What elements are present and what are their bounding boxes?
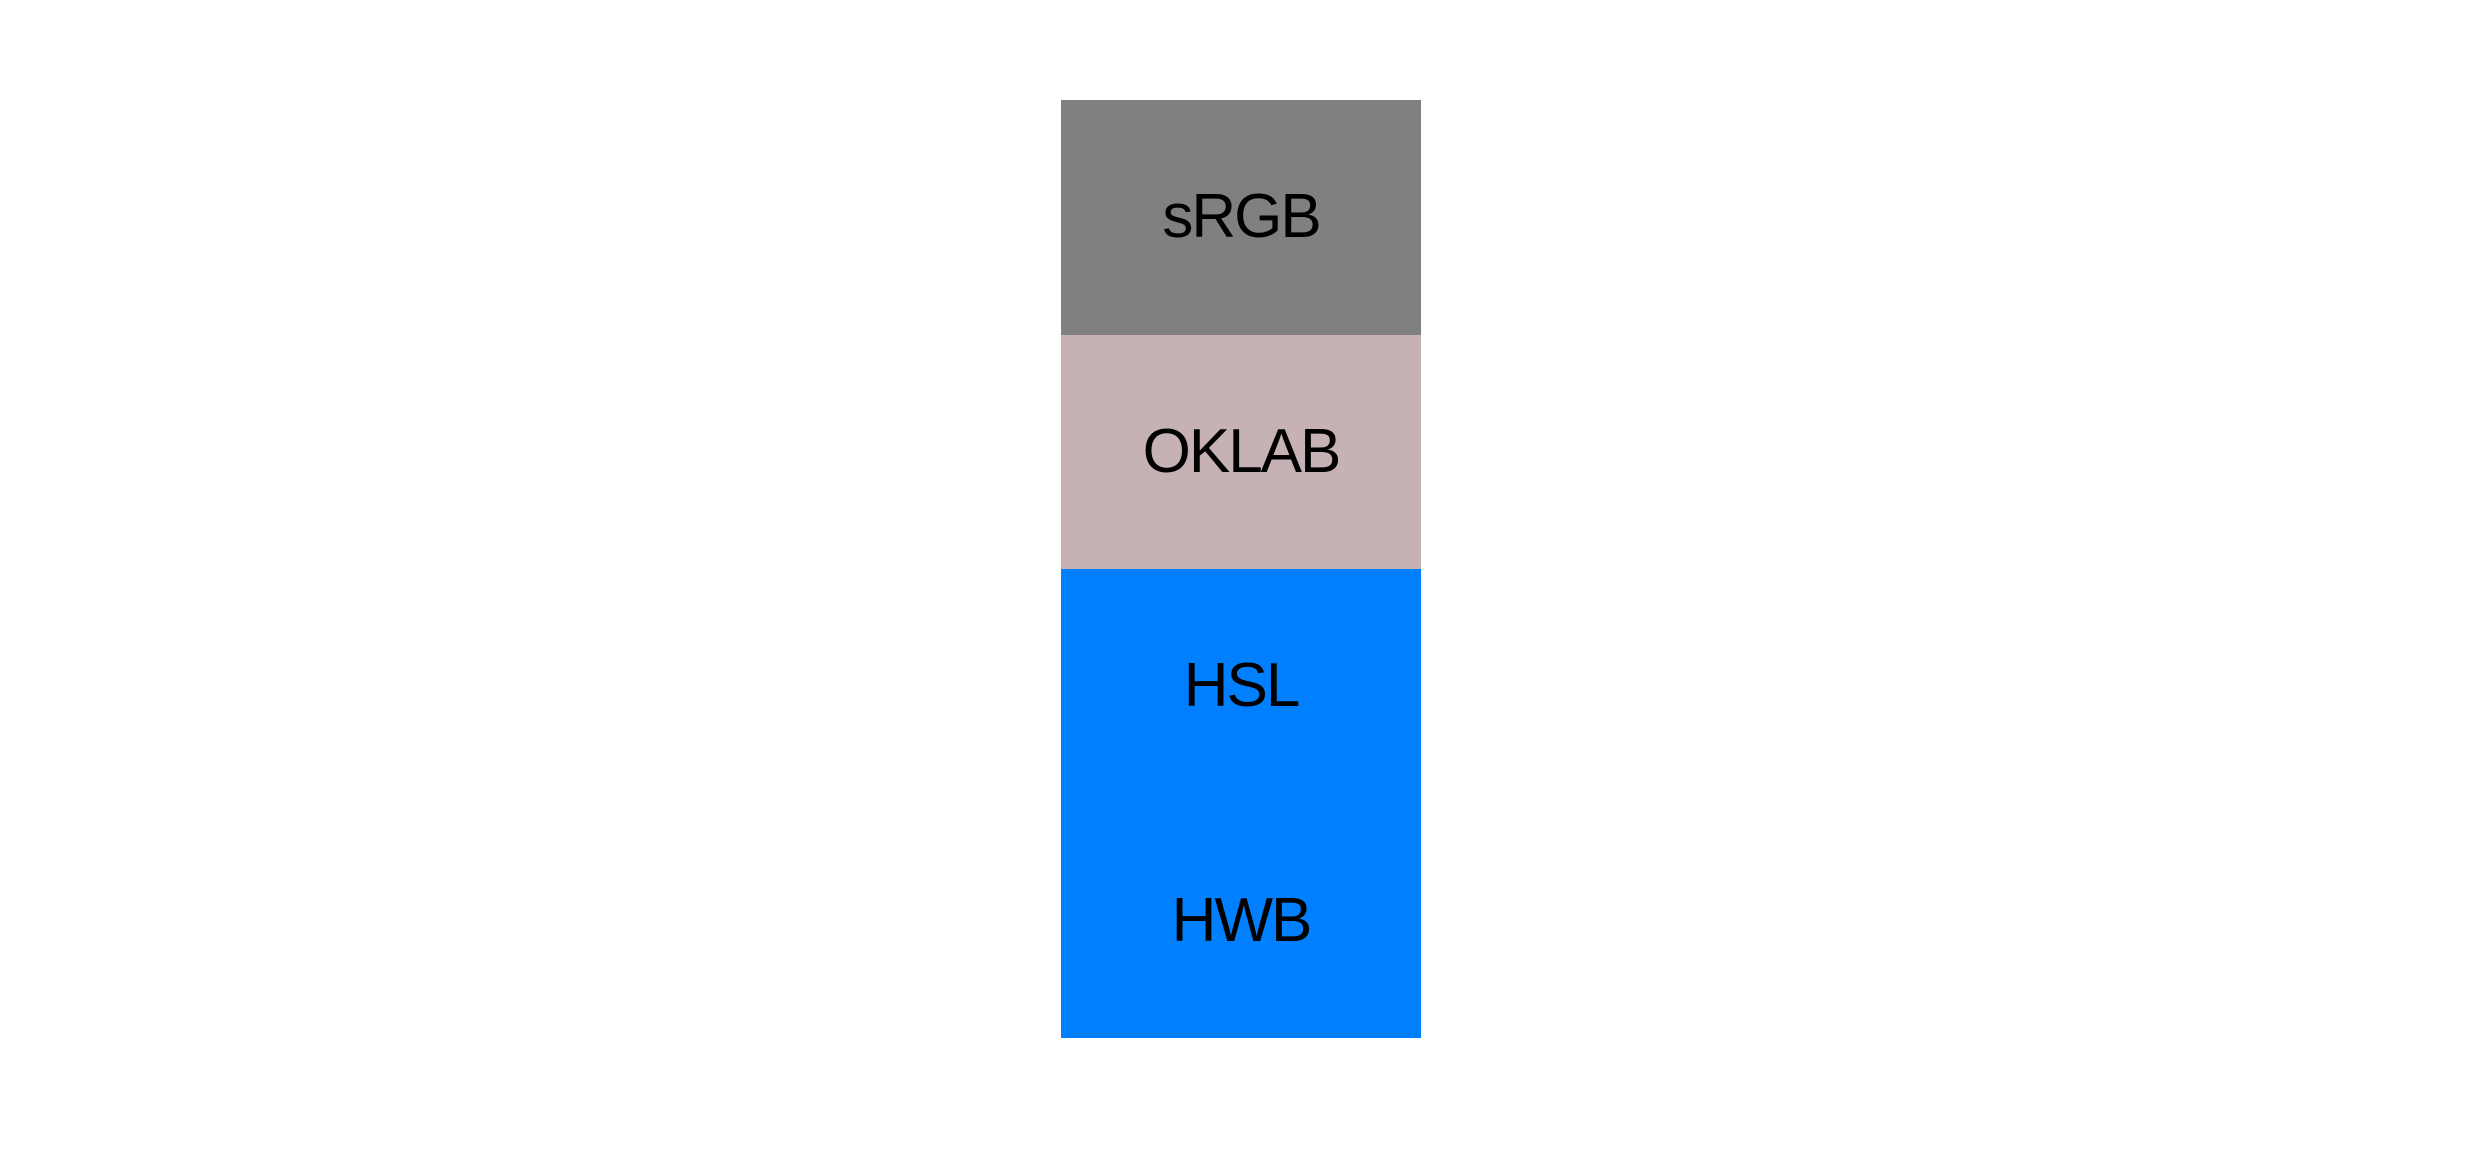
color-swatch-hsl: HSL: [1061, 569, 1421, 804]
swatch-label-srgb: sRGB: [1162, 182, 1321, 252]
swatch-label-hsl: HSL: [1183, 651, 1301, 721]
color-swatch-srgb: sRGB: [1061, 100, 1421, 335]
swatch-stack: sRGB OKLAB HSL HWB: [1061, 100, 1421, 1038]
swatch-label-oklab: OKLAB: [1142, 416, 1342, 486]
color-swatch-hwb: HWB: [1061, 803, 1421, 1038]
color-swatch-oklab: OKLAB: [1061, 334, 1421, 569]
swatch-label-hwb: HWB: [1171, 885, 1313, 955]
